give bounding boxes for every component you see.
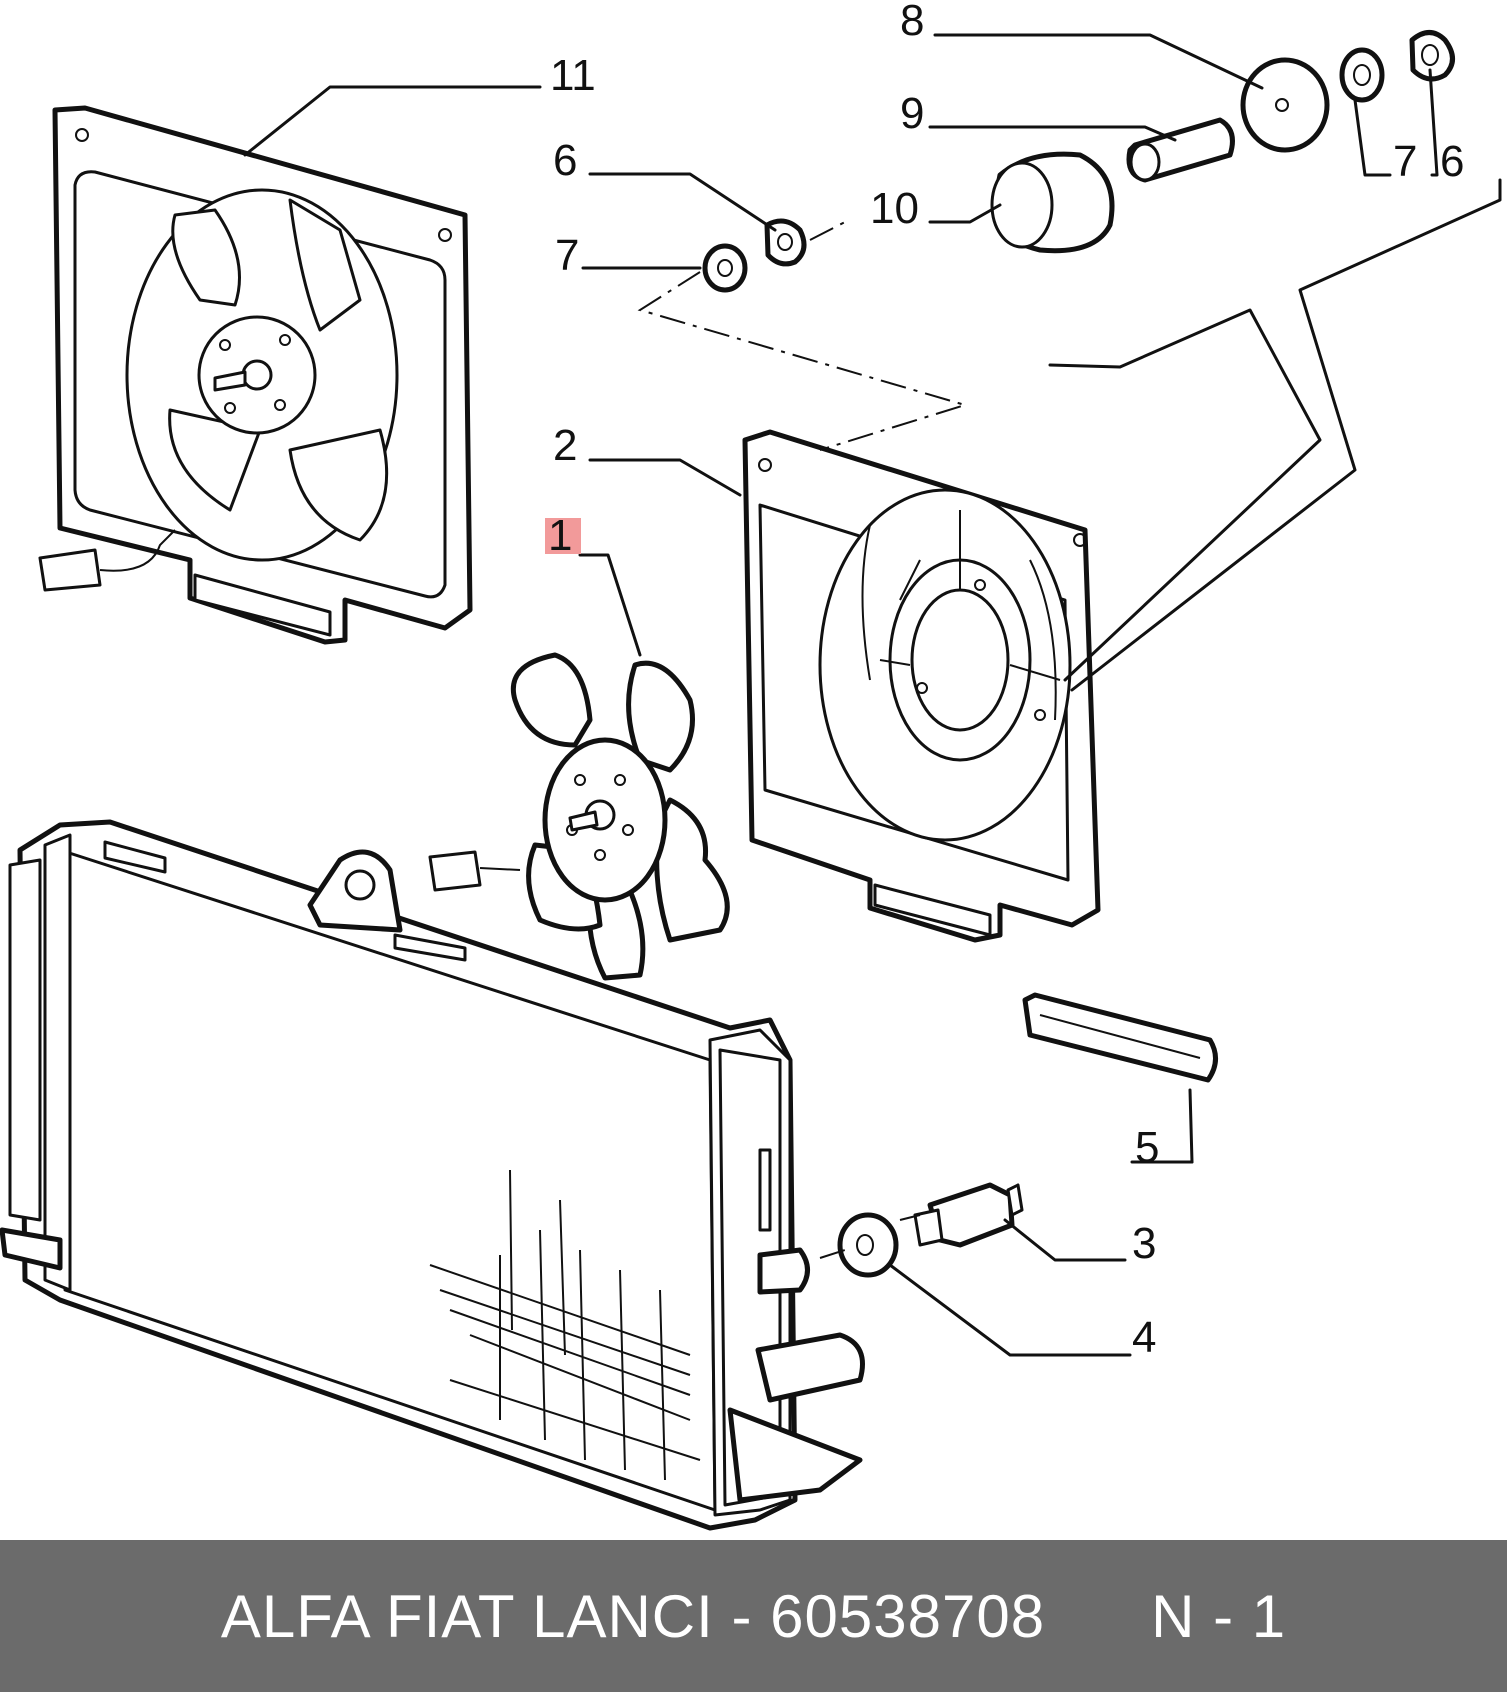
callout-4: 4 <box>1132 1313 1156 1362</box>
position-label: N - 1 <box>1151 1582 1287 1650</box>
fan-assembly-part-11 <box>38 105 473 645</box>
callout-7-top: 7 <box>1393 137 1417 186</box>
washer-part-7-mid <box>702 243 748 293</box>
washer-part-8 <box>1240 57 1330 153</box>
seal-washer-part-4 <box>837 1212 899 1278</box>
callout-2: 2 <box>553 421 577 470</box>
callout-11: 11 <box>550 51 596 100</box>
fan-motor-part-1 <box>428 652 730 981</box>
callout-3: 3 <box>1132 1219 1156 1268</box>
callout-1-highlight <box>545 518 581 554</box>
callout-1: 1 <box>548 511 572 560</box>
part-number: 60538708 <box>770 1582 1046 1650</box>
callout-8: 8 <box>900 0 924 45</box>
callout-7-mid: 7 <box>555 231 579 280</box>
exploded-parts-diagram: 1 2 3 4 5 6 6 7 7 8 9 10 11 <box>0 0 1502 1531</box>
brand-label: ALFA FIAT LANCI <box>220 1582 714 1650</box>
callout-5: 5 <box>1135 1123 1159 1172</box>
callout-6-mid: 6 <box>553 136 577 185</box>
callout-9: 9 <box>900 89 924 138</box>
callout-10: 10 <box>870 184 919 233</box>
nut-part-6-top <box>1409 30 1455 82</box>
callout-6-top: 6 <box>1440 137 1464 186</box>
foam-strip-part-5 <box>1022 992 1218 1083</box>
nut-part-6-mid <box>764 218 807 267</box>
temperature-switch-part-3 <box>913 1182 1024 1248</box>
grommet-part-10 <box>990 151 1115 254</box>
radiator <box>0 819 865 1531</box>
washer-part-7-top <box>1339 47 1385 103</box>
part-info-footer: ALFA FIAT LANCI - 60538708 N - 1 <box>0 1540 1507 1692</box>
spacer-sleeve-part-9 <box>1126 117 1235 183</box>
separator: - <box>731 1582 753 1650</box>
fan-shroud-part-2 <box>742 429 1101 943</box>
